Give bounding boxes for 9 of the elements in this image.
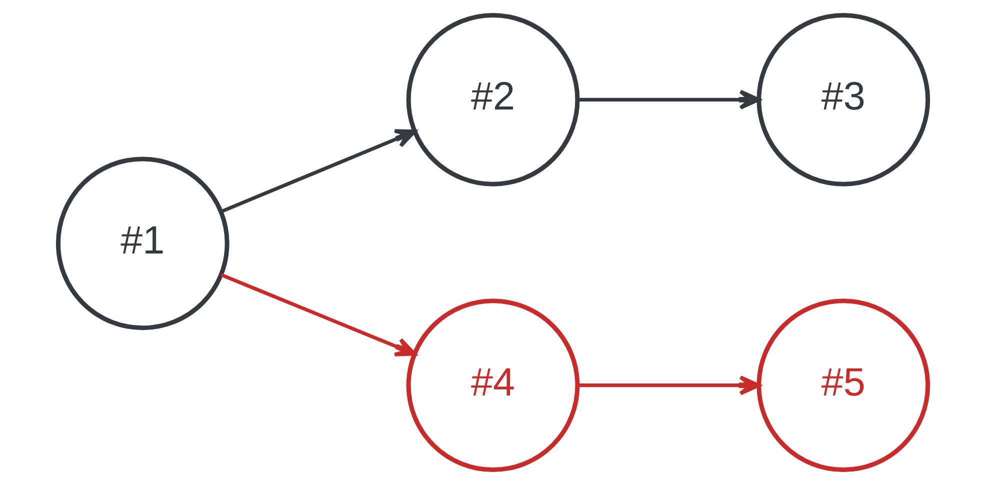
arrow	[578, 375, 760, 396]
arrow	[578, 90, 760, 110]
node-circle: #1	[56, 156, 230, 330]
node-circle: #2	[406, 12, 580, 186]
node-circle: #5	[756, 298, 930, 472]
arrow	[220, 273, 416, 356]
arrow	[220, 129, 416, 214]
node-circle: #3	[756, 12, 930, 186]
node-circle: #4	[406, 298, 580, 472]
